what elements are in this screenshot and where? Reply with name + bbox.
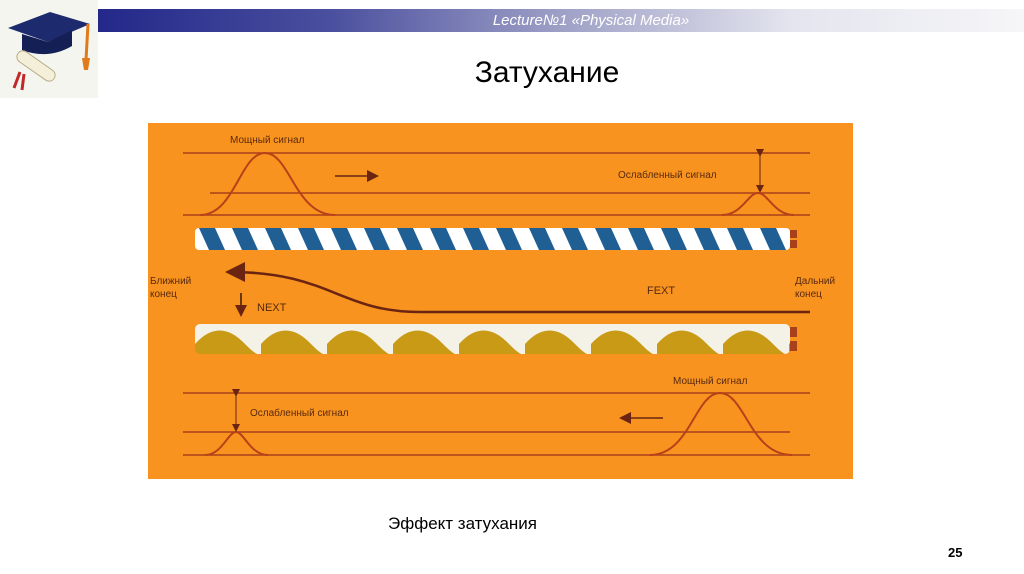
bottom-weak-signal-pulse — [204, 430, 269, 456]
strong-signal-pulse — [199, 151, 336, 216]
top-signal-lines — [183, 152, 810, 216]
lecture-title: Lecture№1 «Physical Media» — [492, 12, 690, 29]
weak-signal-pulse — [721, 191, 795, 216]
far-end-label-1: Дальний — [795, 276, 835, 287]
top-weak-signal-label: Ослабленный сигнал — [618, 169, 717, 181]
bottom-weak-signal-label: Ослабленный сигнал — [250, 407, 349, 419]
header-banner: Lecture№1 «Physical Media» — [98, 9, 1024, 32]
graduation-cap-icon — [8, 12, 90, 91]
near-end-label-2: конец — [150, 289, 177, 300]
far-end-label-2: конец — [795, 289, 822, 300]
near-end-label-1: Ближний — [150, 276, 191, 287]
page-number: 25 — [948, 545, 963, 560]
graduation-cap-logo — [0, 0, 98, 98]
fext-arrow-icon — [225, 262, 810, 314]
next-label: NEXT — [257, 302, 287, 314]
bottom-strong-signal-pulse — [649, 391, 793, 456]
slide-caption: Эффект затухания — [388, 514, 537, 533]
top-strong-signal-label: Мощный сигнал — [230, 135, 305, 146]
bottom-strong-signal-label: Мощный сигнал — [673, 376, 748, 387]
slide-title: Затухание — [474, 56, 620, 89]
fext-label: FEXT — [647, 285, 675, 297]
diagram-background — [148, 123, 853, 479]
yellow-twisted-pair — [195, 324, 790, 354]
bottom-signal-lines — [183, 392, 810, 456]
attenuation-diagram: Мощный сигнал Ослабленный сигнал Ближний… — [148, 123, 853, 479]
blue-twisted-pair — [195, 228, 790, 250]
